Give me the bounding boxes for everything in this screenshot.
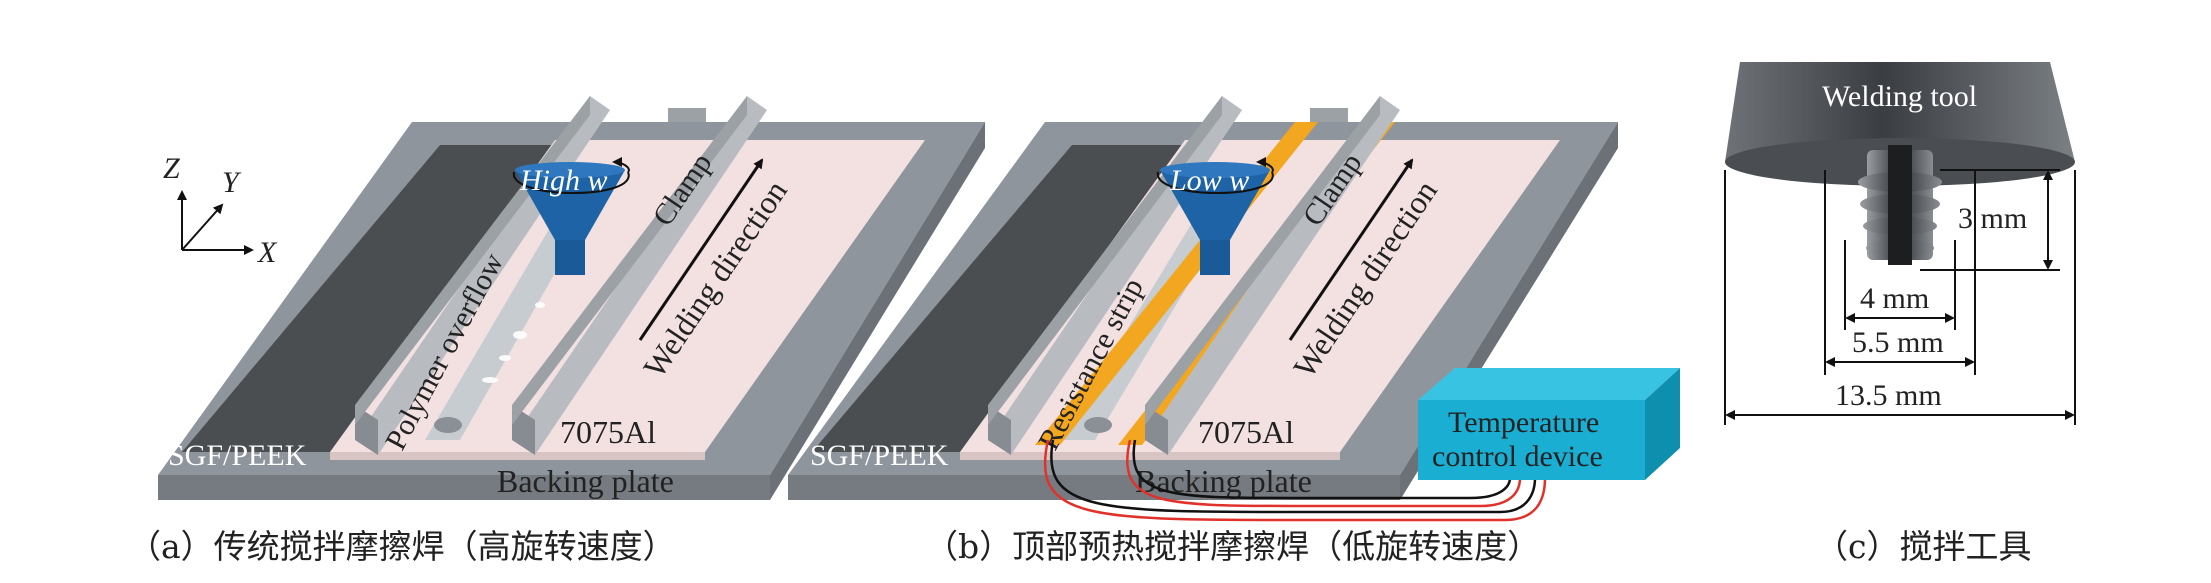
axis-z-label: Z	[163, 152, 180, 185]
sgf-peek-plate	[812, 145, 1198, 452]
composite-label: SGF/PEEK	[168, 439, 307, 472]
backing-plate-side	[770, 122, 985, 500]
heater-wires	[1043, 439, 1547, 522]
weld-hole	[1084, 417, 1112, 433]
welding-tool-a	[512, 157, 630, 275]
axis-y-label: Y	[222, 166, 242, 199]
clamp-right	[512, 96, 767, 455]
temperature-control-device	[1418, 368, 1680, 480]
panel-a: High w Z Y X Clamp Welding direction Pol…	[158, 96, 985, 500]
dim-pin-tip: 4 mm	[1860, 282, 1929, 315]
backing-plate-label: Backing plate	[497, 463, 674, 499]
welding-tool-b	[1156, 157, 1274, 275]
clamp-right	[1145, 96, 1400, 455]
tool-shoulder	[1725, 62, 2075, 162]
polymer-overflow-debris	[482, 302, 545, 383]
welding-direction-arrow	[638, 158, 764, 341]
panel-c: Welding tool 3 mm 4 mm 5.5 mm 13.5 mm	[1724, 62, 2076, 425]
weld-hole	[434, 417, 462, 433]
dim-pin-root: 5.5 mm	[1852, 326, 1944, 359]
caption-a: （a）传统搅拌摩擦焊（高旋转速度）	[128, 527, 676, 566]
tool-speed-label: Low w	[1169, 164, 1249, 197]
composite-label: SGF/PEEK	[810, 439, 949, 472]
aluminum-plate-edge	[960, 452, 1340, 460]
aluminum-plate-edge	[330, 452, 705, 460]
clamp-block	[668, 108, 706, 122]
dim-shoulder: 13.5 mm	[1835, 379, 1942, 412]
device-label-line2: control device	[1432, 440, 1603, 473]
welding-direction-arrow	[1288, 158, 1414, 341]
pin-core	[1888, 145, 1912, 265]
dimension-lines	[1724, 169, 2076, 425]
backing-plate-front	[788, 475, 1400, 500]
coordinate-axes	[177, 190, 254, 255]
backing-plate-label: Backing plate	[1135, 463, 1312, 499]
clamp-block	[1310, 108, 1348, 122]
panel-b: Low w Clamp Welding direction Resistance…	[788, 96, 1680, 522]
device-label-line1: Temperature	[1448, 406, 1599, 439]
backing-plate-front	[158, 475, 770, 500]
aluminum-label: 7075Al	[560, 414, 656, 450]
aluminum-label: 7075Al	[1198, 414, 1294, 450]
axis-x-label: X	[257, 236, 278, 269]
welding-tool-label: Welding tool	[1822, 80, 1977, 113]
caption-b: （b）顶部预热搅拌摩擦焊（低旋转速度）	[925, 527, 1540, 566]
dim-pin-length: 3 mm	[1958, 202, 2027, 235]
tool-speed-label: High w	[519, 164, 608, 197]
caption-c: （c）搅拌工具	[1815, 527, 2031, 566]
sgf-peek-plate	[182, 145, 565, 452]
